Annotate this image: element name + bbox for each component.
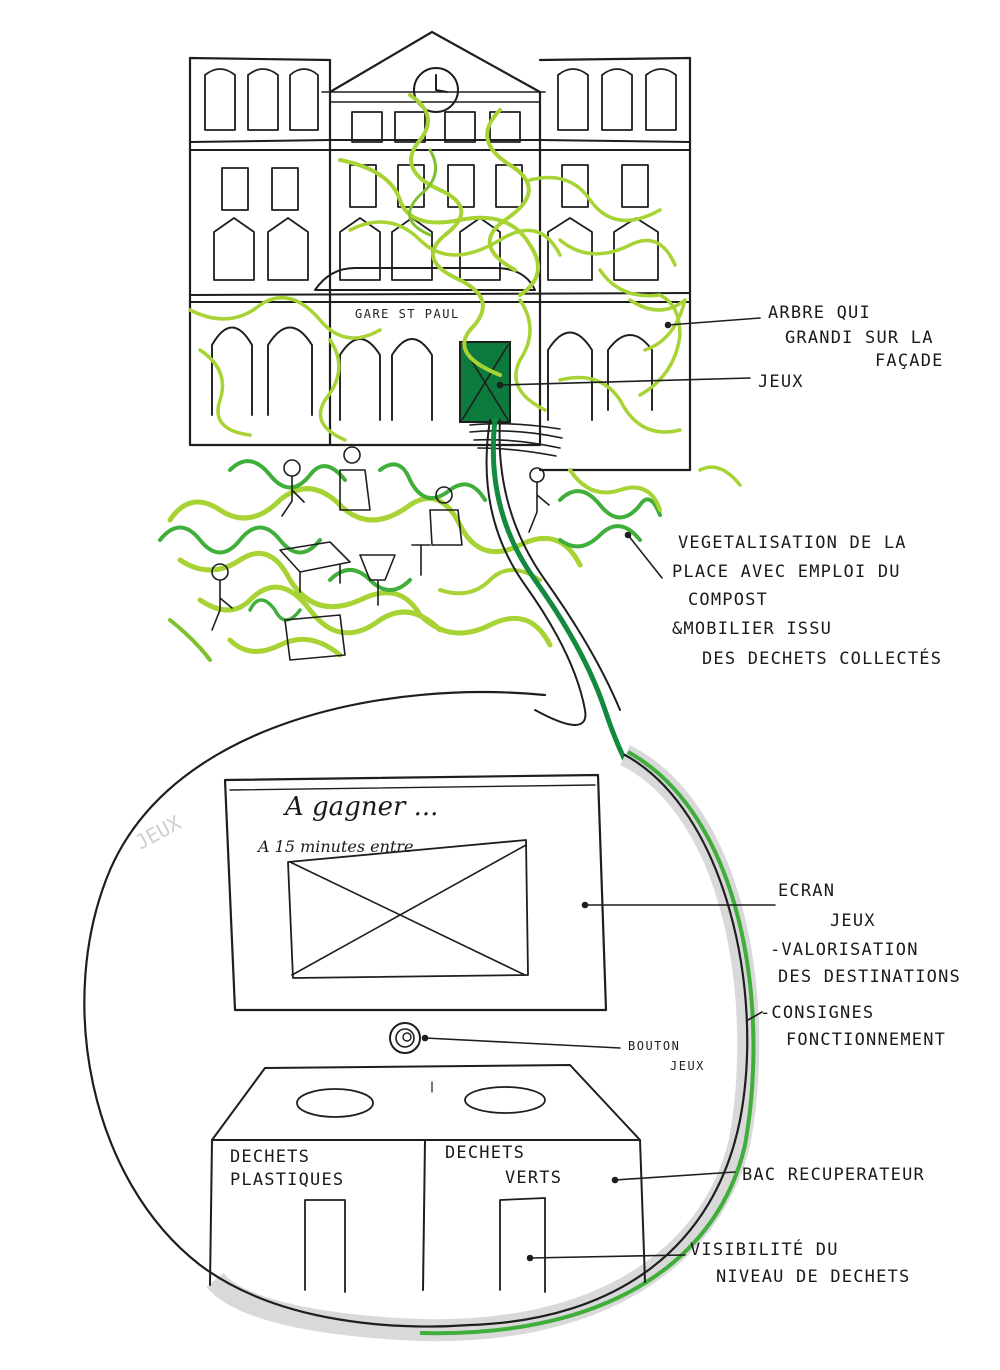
bin-left-label: DECHETS PLASTIQUES [230, 1147, 344, 1190]
annotation-ecran-line-4: DES DESTINATIONS [778, 967, 961, 987]
annotation-veg-line-4: &MOBILIER ISSU [672, 619, 832, 639]
annotation-vis-line-1: VISIBILITÉ DU [690, 1238, 839, 1260]
detail-bubble: JEUX [84, 692, 753, 1333]
annotation-tree: ARBRE QUI GRANDI SUR LA FAÇADE [768, 303, 944, 371]
annotation-veg-line-3: COMPOST [688, 590, 768, 610]
game-button-icon [390, 1023, 420, 1053]
annotation-bouton-line-2: JEUX [670, 1059, 705, 1073]
annotation-tree-line-2: GRANDI SUR LA [785, 328, 934, 348]
annotation-tree-line-1: ARBRE QUI [768, 303, 871, 323]
annotation-ecran-line-2: JEUX [830, 911, 876, 931]
annotation-ecran-line-5: -CONSIGNES [760, 1003, 874, 1023]
annotation-jeux: JEUX [758, 372, 804, 392]
annotation-bouton-line-1: BOUTON [628, 1039, 680, 1053]
bin-right-line-2: VERTS [505, 1168, 562, 1188]
plaza-greenery [160, 447, 660, 660]
annotation-visibilite: VISIBILITÉ DU NIVEAU DE DECHETS [690, 1238, 910, 1287]
bin-left-line-1: DECHETS [230, 1147, 310, 1167]
bin-right-line-1: DECHETS [445, 1143, 525, 1163]
annotation-veg-line-2: PLACE AVEC EMPLOI DU [672, 562, 901, 582]
annotation-veg-line-1: VEGETALISATION DE LA [678, 533, 907, 553]
annotation-veg-line-5: DES DECHETS COLLECTÉS [702, 647, 942, 669]
screen-headline: A gagner ... [283, 792, 438, 822]
annotation-jeux-line-1: JEUX [758, 372, 804, 392]
game-screen: A gagner ... A 15 minutes entre [225, 775, 606, 1010]
annotation-ecran-line-6: FONCTIONNEMENT [786, 1030, 946, 1050]
ghost-label: JEUX [131, 811, 185, 855]
bin-right-label: DECHETS VERTS [445, 1143, 562, 1188]
bin-left-line-2: PLASTIQUES [230, 1170, 344, 1190]
station-sign: GARE ST PAUL [355, 307, 460, 321]
annotation-vegetalisation: VEGETALISATION DE LA PLACE AVEC EMPLOI D… [672, 533, 942, 669]
annotation-bac-line-1: BAC RECUPERATEUR [742, 1165, 925, 1185]
annotation-tree-line-3: FAÇADE [875, 351, 944, 371]
annotation-bouton: BOUTON JEUX [628, 1039, 705, 1073]
annotation-bac: BAC RECUPERATEUR [742, 1165, 925, 1185]
annotation-ecran-line-1: ECRAN [778, 881, 835, 901]
annotation-ecran-line-3: -VALORISATION [770, 940, 919, 960]
annotation-ecran: ECRAN JEUX -VALORISATION DES DESTINATION… [760, 881, 961, 1050]
screen-subline: A 15 minutes entre [256, 837, 414, 856]
annotation-vis-line-2: NIVEAU DE DECHETS [716, 1267, 910, 1287]
